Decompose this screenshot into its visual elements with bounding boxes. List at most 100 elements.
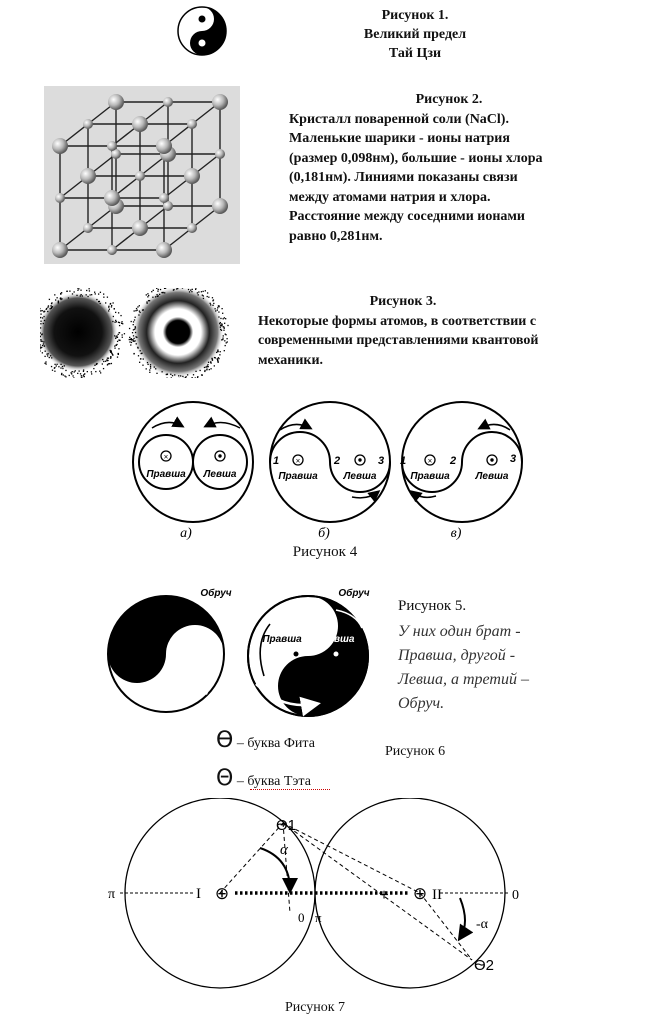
figure-1-line: Великий предел — [363, 27, 467, 42]
cloud-speckle — [40, 350, 41, 352]
cloud-speckle — [73, 291, 75, 293]
cloud-speckle — [134, 328, 136, 330]
cloud-speckle — [115, 321, 118, 323]
figure-4-diagram: × Правша Левша а) × 1 2 3 Правша Левша б… — [132, 401, 523, 541]
neg-alpha-arc — [457, 897, 474, 942]
cloud-speckle — [46, 307, 48, 310]
cloud-speckle — [149, 371, 151, 373]
cloud-speckle — [223, 317, 226, 319]
cloud-speckle — [111, 353, 113, 355]
cloud-speckle — [218, 306, 220, 308]
cloud-speckle — [205, 366, 207, 368]
figure-2-title: Рисунок 2. — [415, 92, 483, 107]
cloud-speckle — [109, 303, 111, 305]
cloud-speckle — [180, 375, 182, 377]
cloud-speckle — [225, 318, 227, 320]
cloud-speckle — [82, 375, 84, 377]
cloud-speckle — [195, 288, 197, 291]
cloud-speckle — [106, 357, 109, 359]
cloud-speckle — [157, 290, 159, 292]
cloud-speckle — [60, 297, 62, 299]
cloud-speckle — [40, 310, 42, 312]
cloud-speckle — [206, 368, 208, 370]
cloud-speckle — [206, 369, 208, 371]
cloud-speckle — [207, 365, 209, 368]
quote-line: Правша, другой - — [398, 647, 516, 664]
pravsha-label: Правша — [262, 634, 302, 645]
cloud-speckle — [197, 376, 199, 378]
cloud-speckle — [41, 334, 43, 336]
cloud-speckle — [146, 361, 149, 364]
cloud-speckle — [55, 299, 57, 301]
cloud-speckle — [220, 329, 223, 331]
cloud-speckle — [94, 291, 96, 293]
cloud-speckle — [135, 310, 137, 312]
cloud-speckle — [154, 296, 157, 298]
cloud-speckle — [222, 318, 224, 320]
cloud-speckle — [130, 338, 132, 340]
cloud-speckle — [161, 291, 163, 294]
cloud-speckle — [172, 289, 175, 291]
cloud-speckle — [118, 324, 121, 327]
figure-4v-diagram: × 1 2 3 Правша Левша в) — [400, 401, 523, 541]
cloud-speckle — [138, 310, 141, 312]
cloud-speckle — [220, 328, 222, 331]
cloud-speckle — [103, 360, 105, 363]
cloud-speckle — [132, 329, 135, 331]
oplus-icon: ⊕ — [215, 884, 229, 903]
cloud-speckle — [80, 293, 82, 296]
cloud-speckle — [157, 295, 159, 297]
cloud-speckle — [199, 369, 201, 372]
figure-1-title: Рисунок 1. — [381, 8, 449, 23]
cloud-speckle — [221, 324, 223, 326]
cloud-speckle — [50, 305, 52, 307]
cloud-speckle — [97, 300, 100, 303]
cloud-speckle — [41, 317, 44, 319]
fita-row: Ѳ – буква Фита — [216, 728, 315, 753]
alpha-arc — [259, 847, 298, 894]
cloud-speckle — [77, 372, 79, 375]
cloud-speckle — [120, 322, 123, 324]
cloud-speckle — [102, 358, 104, 361]
cloud-speckle — [86, 370, 88, 373]
cloud-speckle — [132, 335, 135, 337]
cloud-speckle — [44, 355, 46, 358]
cloud-speckle — [60, 367, 62, 369]
figure-6-caption: Рисунок 6 — [385, 744, 446, 759]
cloud-speckle — [83, 375, 85, 378]
cloud-speckle — [165, 373, 167, 376]
atom-cloud-images — [40, 288, 229, 378]
cloud-speckle — [41, 344, 44, 347]
cloud-speckle — [219, 354, 221, 356]
cloud-speckle — [95, 363, 98, 365]
cloud-speckle — [103, 293, 105, 295]
cloud-speckle — [133, 353, 135, 355]
cloud-speckle — [210, 304, 212, 306]
plus-label: + — [379, 887, 388, 904]
ion-ball — [163, 97, 173, 107]
theta-row: Θ – буква Тэта — [216, 766, 311, 791]
cloud-speckle — [47, 306, 49, 308]
cloud-speckle — [212, 304, 214, 306]
figure-1-line: Тай Цзи — [388, 46, 442, 61]
cloud-speckle — [113, 308, 115, 310]
cloud-speckle — [45, 363, 47, 365]
cloud-speckle — [110, 362, 113, 365]
cloud-speckle — [99, 291, 102, 293]
cloud-speckle — [78, 288, 80, 290]
cloud-speckle — [136, 336, 138, 338]
cloud-speckle — [56, 297, 58, 299]
cloud-speckle — [147, 296, 149, 298]
cloud-speckle — [212, 299, 215, 301]
cloud-speckle — [224, 344, 226, 347]
figure-1-caption: Рисунок 1. Великий предел Тай Цзи — [330, 6, 500, 63]
oplus-icon: ⊕ — [413, 884, 427, 903]
cloud-speckle — [161, 371, 163, 373]
cloud-speckle — [225, 334, 227, 336]
cloud-speckle — [62, 367, 64, 370]
cloud-speckle — [223, 322, 226, 324]
cloud-speckle — [60, 363, 62, 366]
cloud-speckle — [105, 302, 107, 304]
cloud-speckle — [211, 359, 214, 361]
cloud-speckle — [44, 350, 46, 352]
